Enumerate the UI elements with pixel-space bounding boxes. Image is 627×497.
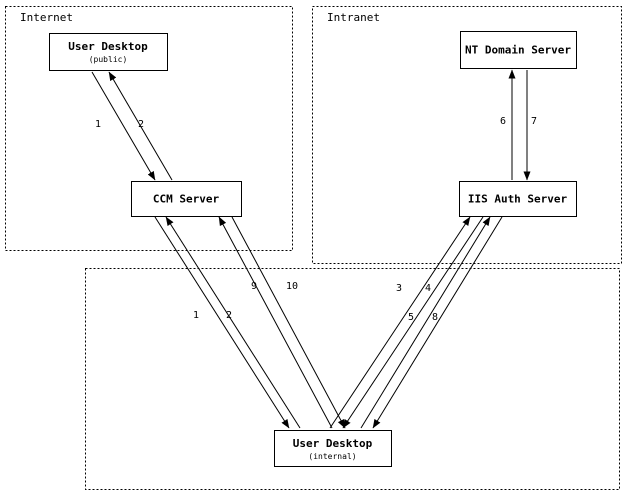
zone-boundary-intranet xyxy=(312,6,622,264)
flow-step-label-flow-1-public: 1 xyxy=(95,119,101,130)
node-nt-domain-server[interactable]: NT Domain Server xyxy=(460,31,577,69)
node-title-ccm-server: CCM Server xyxy=(153,193,220,206)
flow-arrow-flow-10 xyxy=(231,216,346,429)
zone-boundary-internet xyxy=(5,6,293,251)
node-subtitle-user-desktop-public: (public) xyxy=(89,55,128,64)
zone-label-intranet: Intranet xyxy=(327,11,380,24)
node-user-desktop-internal[interactable]: User Desktop (internal) xyxy=(274,430,392,467)
node-box-nt-domain-server[interactable] xyxy=(460,31,577,69)
flow-arrow-flow-9 xyxy=(218,216,333,429)
node-box-user-desktop-internal[interactable] xyxy=(274,430,392,467)
node-subtitle-user-desktop-internal: (internal) xyxy=(308,452,356,461)
node-box-user-desktop-public[interactable] xyxy=(49,33,168,71)
node-box-iis-auth-server[interactable] xyxy=(459,181,577,217)
flow-arrow-flow-5 xyxy=(360,216,491,429)
zone-boundary-internal-zone xyxy=(85,268,620,490)
flow-arrow-flow-1-public xyxy=(91,71,156,181)
flow-arrow-flow-2-public xyxy=(108,71,173,181)
node-title-user-desktop-internal: User Desktop xyxy=(293,437,373,450)
zone-internet: Internet xyxy=(5,6,293,251)
flow-step-label-flow-5: 5 xyxy=(408,312,414,323)
zone-intranet: Intranet xyxy=(312,6,622,264)
flow-arrow-flow-8 xyxy=(372,216,503,429)
flow-arrow-flow-1-internal xyxy=(154,216,290,429)
node-title-nt-domain-server: NT Domain Server xyxy=(465,44,571,57)
flow-arrow-flow-4 xyxy=(342,216,484,429)
flow-step-label-flow-8: 8 xyxy=(432,312,438,323)
zone-internal-zone xyxy=(85,268,620,490)
flow-step-label-flow-10: 10 xyxy=(286,281,298,292)
flow-arrow-flow-3 xyxy=(329,216,471,429)
flow-step-label-flow-3: 3 xyxy=(396,283,402,294)
flow-step-label-flow-9: 9 xyxy=(251,281,257,292)
zones-layer: Internet Intranet xyxy=(5,6,622,490)
zone-label-internet: Internet xyxy=(20,11,73,24)
flows-layer xyxy=(91,69,531,429)
node-box-ccm-server[interactable] xyxy=(131,181,242,217)
node-title-iis-auth-server: IIS Auth Server xyxy=(468,193,568,206)
node-ccm-server[interactable]: CCM Server xyxy=(131,181,242,217)
flow-step-label-flow-7: 7 xyxy=(531,116,537,127)
node-user-desktop-public[interactable]: User Desktop (public) xyxy=(49,33,168,71)
flow-step-label-flow-6: 6 xyxy=(500,116,506,127)
flow-step-label-flow-2-public: 2 xyxy=(138,119,144,130)
node-title-user-desktop-public: User Desktop xyxy=(68,40,148,53)
flow-step-label-flow-4: 4 xyxy=(425,283,431,294)
flow-step-label-flow-1-internal: 1 xyxy=(193,310,199,321)
node-iis-auth-server[interactable]: IIS Auth Server xyxy=(459,181,577,217)
flow-step-label-flow-2-internal: 2 xyxy=(226,310,232,321)
flow-arrow-flow-2-internal xyxy=(165,216,301,429)
flow-labels-layer: 1 2 6 7 1 2 9 10 3 4 5 8 xyxy=(95,116,537,323)
nodes-layer: User Desktop (public) CCM Server NT Domain … xyxy=(49,31,577,467)
